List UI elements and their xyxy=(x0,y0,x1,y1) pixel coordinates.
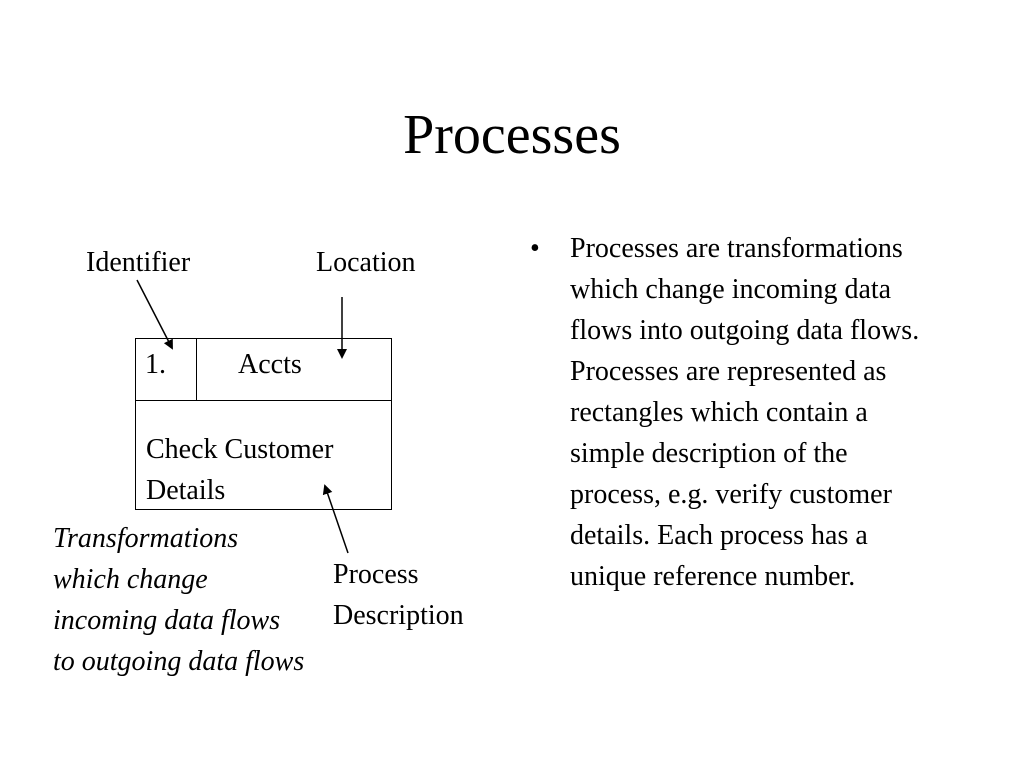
location-label: Location xyxy=(316,247,416,278)
process-box: 1. Accts Check Customer Details xyxy=(135,338,392,510)
slide-title: Processes xyxy=(403,104,621,166)
transformation-note: Transformations which change incoming da… xyxy=(53,523,305,677)
process-description: Check Customer Details xyxy=(146,434,334,506)
box-vertical-divider xyxy=(196,339,197,400)
bullet-marker: • xyxy=(530,233,540,264)
identifier-label: Identifier xyxy=(86,247,191,278)
process-description-label: Process Description xyxy=(333,559,464,631)
bullet-text: Processes are transformations which chan… xyxy=(570,233,920,592)
process-identifier: 1. xyxy=(145,349,166,380)
box-horizontal-divider xyxy=(136,400,391,401)
process-location: Accts xyxy=(238,349,302,380)
